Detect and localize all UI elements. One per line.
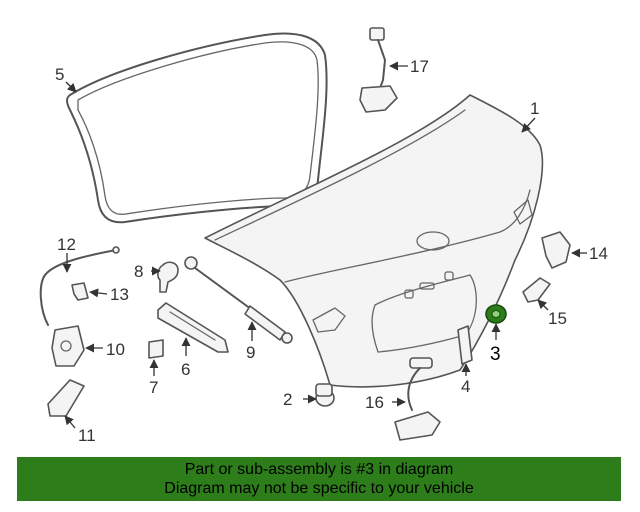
callout-16: 16 [365, 393, 384, 412]
part-1-trunk-lid [204, 94, 544, 388]
callout-14: 14 [589, 244, 608, 263]
part-7-block [148, 339, 164, 359]
part-13-clip [71, 282, 89, 301]
part-3-bumper [485, 304, 507, 324]
part-5-weatherstrip [66, 32, 328, 224]
callout-11: 11 [78, 426, 96, 445]
parts-diagram: 1 2 3 4 5 6 7 8 9 10 11 12 13 14 15 16 1… [39, 27, 608, 445]
callout-3: 3 [490, 344, 501, 365]
part-9-strut [184, 256, 293, 344]
part-12-cable [39, 246, 120, 326]
part-16-cable [394, 357, 441, 441]
callout-15: 15 [548, 309, 567, 328]
part-14-bracket [541, 231, 571, 269]
banner-line-1: Part or sub-assembly is #3 in diagram [184, 461, 454, 478]
part-6-hinge [157, 302, 229, 353]
part-8-pin [157, 261, 179, 293]
part-17-connector [359, 27, 398, 113]
callout-12: 12 [57, 235, 76, 254]
callout-8: 8 [134, 262, 143, 281]
callout-lines [62, 61, 587, 429]
callout-17: 17 [410, 57, 429, 76]
part-10-latch [51, 325, 85, 367]
part-11-bracket [47, 379, 85, 417]
callout-4: 4 [461, 377, 470, 396]
info-banner: Part or sub-assembly is #3 in diagram Di… [17, 457, 621, 501]
callout-1: 1 [530, 99, 539, 118]
callout-6: 6 [181, 360, 190, 379]
part-4-pad [457, 325, 473, 365]
callout-numbers: 1 2 3 4 5 6 7 8 9 10 11 12 13 14 15 16 1… [55, 57, 608, 445]
callout-13: 13 [110, 285, 129, 304]
callout-2: 2 [283, 390, 292, 409]
callout-10: 10 [106, 340, 125, 359]
callout-5: 5 [55, 65, 64, 84]
callout-9: 9 [246, 343, 255, 362]
banner-line-2: Diagram may not be specific to your vehi… [164, 480, 474, 497]
part-15-plate [522, 277, 551, 303]
callout-7: 7 [149, 378, 158, 397]
part-2-stop [315, 383, 335, 407]
